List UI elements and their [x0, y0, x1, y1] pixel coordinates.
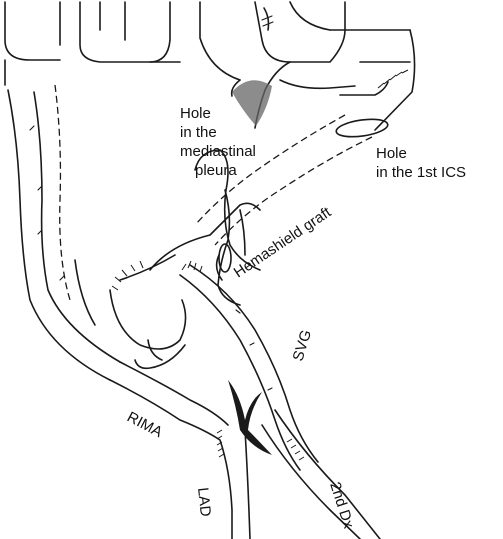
- shaded-vessel-region: [232, 80, 272, 126]
- pleura-hole-marker: [217, 244, 231, 280]
- ics-hole-label: Hole in the 1st ICS: [376, 145, 466, 181]
- coronary-branch: [228, 380, 272, 455]
- svg-label: SVG: [290, 328, 316, 363]
- lad-label: LAD: [194, 487, 214, 518]
- left-vessels: [8, 85, 120, 380]
- rima-label: RIMA: [124, 409, 165, 442]
